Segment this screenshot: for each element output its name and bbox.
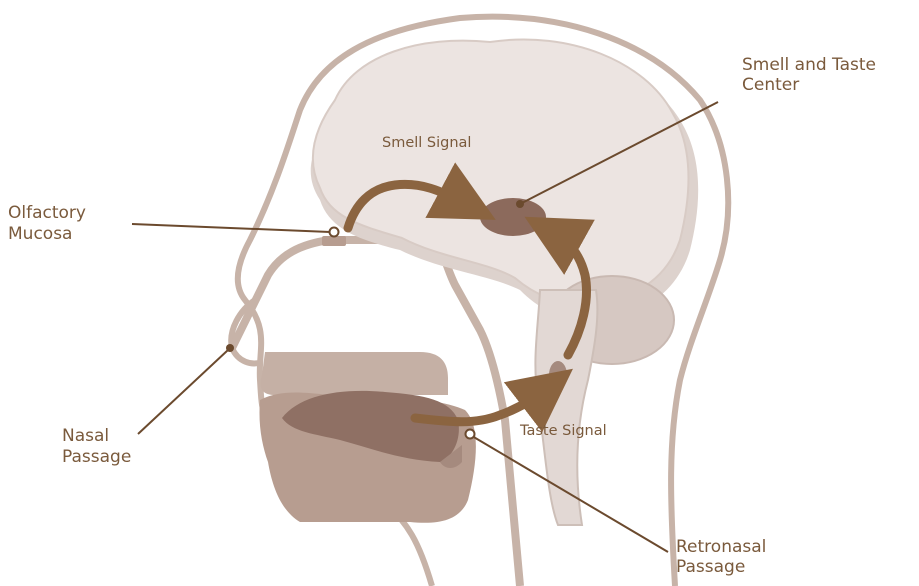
retronasal-passage-label-line2: Passage [676, 557, 745, 577]
brainstem-node [549, 361, 567, 389]
nasal-leader-line [138, 350, 228, 434]
smell-signal-label: Smell Signal [382, 135, 471, 151]
taste-signal-label: Taste Signal [519, 423, 607, 439]
olfactory-leader-dot [330, 228, 339, 237]
center-leader-dot [516, 200, 524, 208]
nasal-passage-label-line2: Passage [62, 447, 131, 467]
palate-cavity [261, 352, 448, 395]
retronasal-passage-label-line1: Retronasal [676, 537, 766, 557]
brain [313, 39, 689, 302]
nasal-leader-dot [226, 344, 234, 352]
retronasal-leader-dot [466, 430, 475, 439]
brainstem [535, 290, 597, 525]
smell-taste-center-label-line2: Center [742, 75, 799, 95]
olfactory-mucosa-label-line1: Olfactory [8, 203, 86, 223]
smell-taste-center [480, 198, 546, 236]
smell-taste-center-label-line1: Smell and Taste [742, 55, 876, 75]
nasal-passage-label-line1: Nasal [62, 426, 109, 446]
olfactory-mucosa-label-line2: Mucosa [8, 224, 72, 244]
olfactory-leader-line [132, 224, 330, 232]
